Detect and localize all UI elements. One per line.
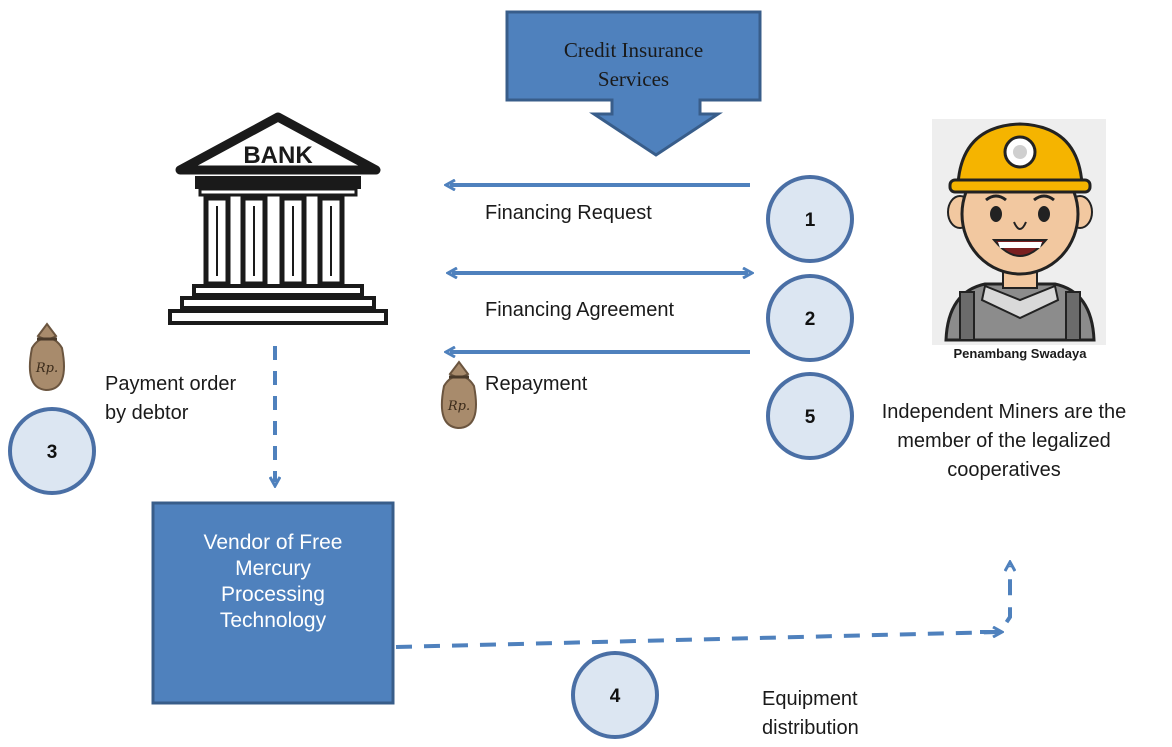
financing-request-label: Financing Request	[485, 202, 652, 224]
miner-caption: Penambang Swadaya	[954, 346, 1088, 361]
svg-text:2: 2	[805, 309, 816, 330]
svg-text:3: 3	[47, 442, 58, 463]
miner-illustration: Penambang Swadaya	[932, 119, 1106, 361]
equipment-distribution-label: Equipment distribution	[762, 688, 859, 739]
step-badge-4: 4	[571, 651, 659, 739]
step-badge-3: 3	[8, 407, 96, 495]
step-badge-1: 1	[766, 175, 854, 263]
svg-text:5: 5	[805, 407, 816, 428]
payment-order-label: Payment order by debtor	[105, 373, 237, 424]
vendor-box-label: Vendor of Free Mercury Processing Techno…	[203, 531, 343, 632]
money-bag-icon: Rp.	[440, 360, 477, 430]
repayment-label: Repayment	[485, 373, 588, 395]
insurance-callout-shape	[505, 10, 762, 157]
vendor-box	[151, 501, 395, 705]
bank-icon: BANK	[168, 112, 388, 325]
svg-text:4: 4	[610, 686, 621, 707]
step-badge-2: 2	[766, 274, 854, 362]
insurance-box-label: Credit Insurance Services	[563, 38, 704, 91]
svg-text:Rp.: Rp.	[35, 361, 58, 376]
svg-text:1: 1	[805, 210, 816, 231]
money-bag-icon: Rp.	[28, 322, 65, 392]
svg-text:Rp.: Rp.	[447, 399, 470, 414]
independent-miners-label: Independent Miners are the member of the…	[881, 401, 1127, 481]
equipment-distribution-dashed-arrow	[395, 566, 1010, 649]
step-badge-5: 5	[766, 372, 854, 460]
financing-agreement-label: Financing Agreement	[485, 299, 675, 321]
bank-sign: BANK	[243, 142, 313, 169]
